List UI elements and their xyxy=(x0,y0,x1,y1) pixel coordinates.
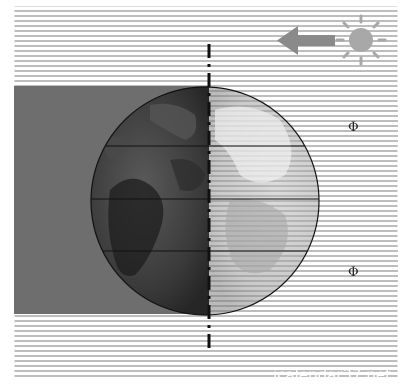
watermark-text: icalendar37.net xyxy=(273,366,391,384)
phi-label-upper: Φ xyxy=(348,120,359,135)
sun-icon xyxy=(337,16,385,64)
phi-label-lower: Φ xyxy=(348,265,359,280)
